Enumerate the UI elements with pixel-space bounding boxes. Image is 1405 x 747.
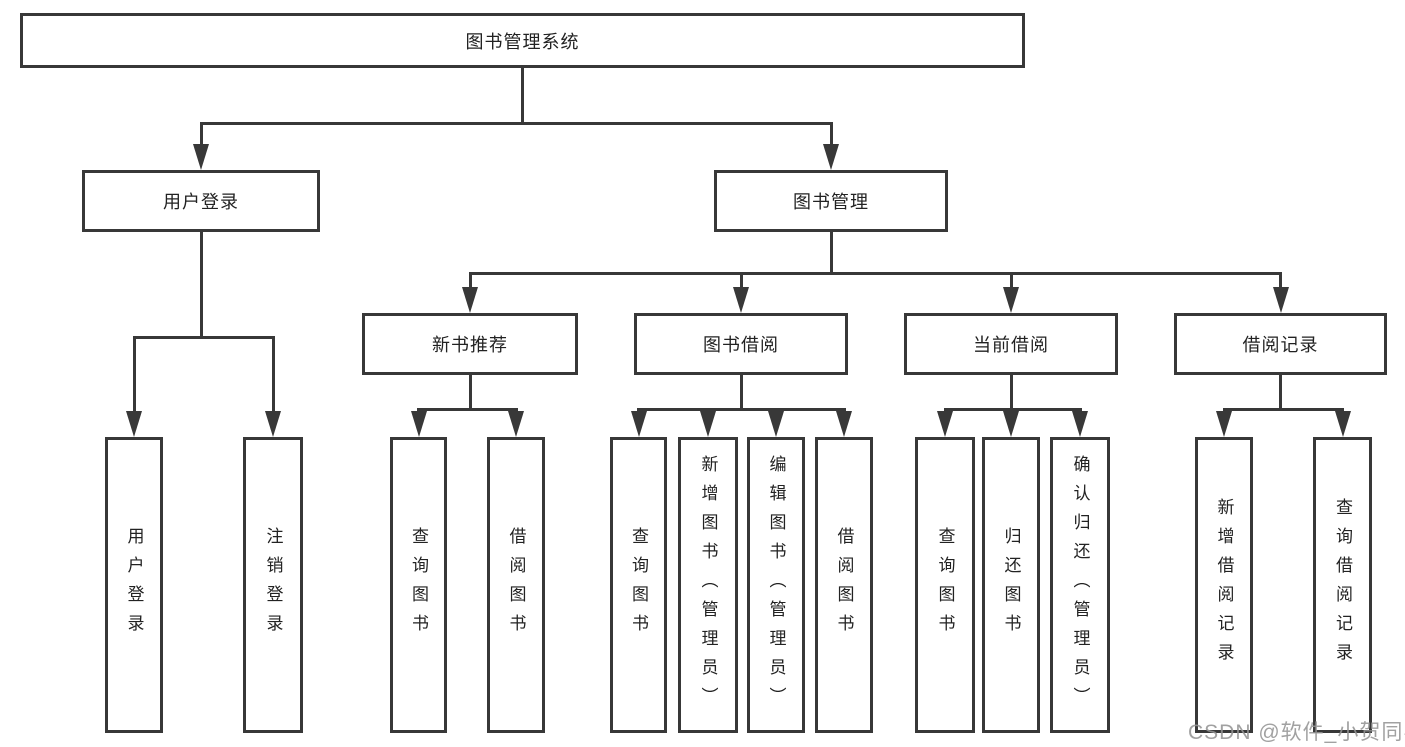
connector-line <box>829 232 833 275</box>
node-add-books-admin: 新增图书（管理员） <box>678 437 738 733</box>
node-label-borrow-books-borrowing: 借阅图书 <box>834 527 854 643</box>
node-borrow-books-recommend: 借阅图书 <box>487 437 545 733</box>
node-add-borrow-record: 新增借阅记录 <box>1195 437 1253 733</box>
connector-line <box>1279 375 1282 411</box>
node-query-borrow-record: 查询借阅记录 <box>1313 437 1372 733</box>
connector-line <box>842 408 846 412</box>
node-user-login: 用户登录 <box>82 170 320 232</box>
connector-line <box>417 408 420 412</box>
arrow-down-icon <box>937 411 953 437</box>
node-borrowing-records: 借阅记录 <box>1174 313 1387 375</box>
arrow-down-icon <box>768 411 784 437</box>
arrow-down-icon <box>265 411 281 437</box>
connector-line <box>706 408 710 412</box>
connector-line <box>1009 408 1013 412</box>
connector-line <box>468 272 472 288</box>
connector-line <box>739 375 743 411</box>
connector-line <box>132 336 136 412</box>
node-label-confirm-return-admin: 确认归还（管理员） <box>1070 454 1090 716</box>
csdn-watermark: CSDN @软件_小贺同学 <box>1188 721 1405 744</box>
node-label-borrow-books-recommend: 借阅图书 <box>506 527 526 643</box>
connector-line <box>1222 408 1344 411</box>
connector-line <box>1078 408 1082 412</box>
arrow-down-icon <box>508 411 524 437</box>
arrow-down-icon <box>733 287 749 313</box>
node-query-books-borrowing: 查询图书 <box>610 437 667 733</box>
node-query-books-current: 查询图书 <box>915 437 975 733</box>
node-new-book-recommend: 新书推荐 <box>362 313 578 375</box>
connector-line <box>943 408 947 412</box>
arrow-down-icon <box>836 411 852 437</box>
connector-line <box>417 408 518 411</box>
connector-line <box>132 336 275 339</box>
arrow-down-icon <box>823 144 839 170</box>
node-confirm-return-admin: 确认归还（管理员） <box>1050 437 1110 733</box>
arrow-down-icon <box>700 411 716 437</box>
connector-line <box>1341 408 1344 412</box>
node-library-system: 图书管理系统 <box>20 13 1025 68</box>
arrow-down-icon <box>630 411 647 437</box>
connector-line <box>829 122 833 145</box>
connector-line <box>199 122 203 145</box>
node-label-query-borrow-record: 查询借阅记录 <box>1333 498 1352 672</box>
arrow-down-icon <box>1216 411 1232 437</box>
node-book-management: 图书管理 <box>714 170 948 232</box>
arrow-down-icon <box>1334 411 1351 437</box>
arrow-down-icon <box>410 411 427 437</box>
node-label-query-books-current: 查询图书 <box>935 527 955 643</box>
connector-line <box>468 375 472 411</box>
node-label-current-borrowing: 当前借阅 <box>973 335 1049 355</box>
node-user-login-action: 用户登录 <box>105 437 163 733</box>
connector-line <box>1222 408 1226 412</box>
arrow-down-icon <box>1272 287 1289 313</box>
arrow-down-icon <box>1072 411 1088 437</box>
node-current-borrowing: 当前借阅 <box>904 313 1118 375</box>
connector-line <box>943 408 1082 411</box>
connector-line <box>271 336 275 412</box>
arrow-down-icon <box>126 411 142 437</box>
connector-line <box>739 272 743 288</box>
connector-line <box>637 408 846 411</box>
node-label-edit-books-admin: 编辑图书（管理员） <box>766 454 786 716</box>
connector-line <box>514 408 518 412</box>
connector-line <box>774 408 778 412</box>
connector-line <box>521 68 524 125</box>
connector-line <box>1009 375 1013 411</box>
arrow-down-icon <box>462 287 478 313</box>
connector-line <box>468 272 1282 275</box>
node-label-query-books-borrowing: 查询图书 <box>629 527 648 643</box>
node-label-add-borrow-record: 新增借阅记录 <box>1214 498 1234 672</box>
node-label-borrowing-records: 借阅记录 <box>1242 335 1319 355</box>
node-borrow-books-borrowing: 借阅图书 <box>815 437 873 733</box>
connector-line <box>199 232 203 339</box>
node-query-books-recommend: 查询图书 <box>390 437 447 733</box>
node-book-borrowing: 图书借阅 <box>634 313 848 375</box>
connector-line <box>1009 272 1013 288</box>
node-label-new-book-recommend: 新书推荐 <box>432 335 508 355</box>
node-logout-action: 注销登录 <box>243 437 303 733</box>
node-label-book-borrowing: 图书借阅 <box>703 335 779 355</box>
node-label-return-books: 归还图书 <box>1001 527 1021 643</box>
node-label-logout-action: 注销登录 <box>263 527 283 643</box>
connector-line <box>199 122 833 125</box>
node-label-add-books-admin: 新增图书（管理员） <box>698 454 718 716</box>
node-return-books: 归还图书 <box>982 437 1040 733</box>
connector-line <box>637 408 640 412</box>
node-label-user-login: 用户登录 <box>163 192 239 212</box>
arrow-down-icon <box>193 144 209 170</box>
connector-line <box>1279 272 1282 288</box>
node-label-query-books-recommend: 查询图书 <box>409 527 428 643</box>
arrow-down-icon <box>1003 287 1019 313</box>
node-label-book-management: 图书管理 <box>793 192 869 212</box>
node-label-library-system: 图书管理系统 <box>465 31 580 52</box>
node-edit-books-admin: 编辑图书（管理员） <box>747 437 805 733</box>
node-label-user-login-action: 用户登录 <box>124 527 144 643</box>
arrow-down-icon <box>1003 411 1019 437</box>
